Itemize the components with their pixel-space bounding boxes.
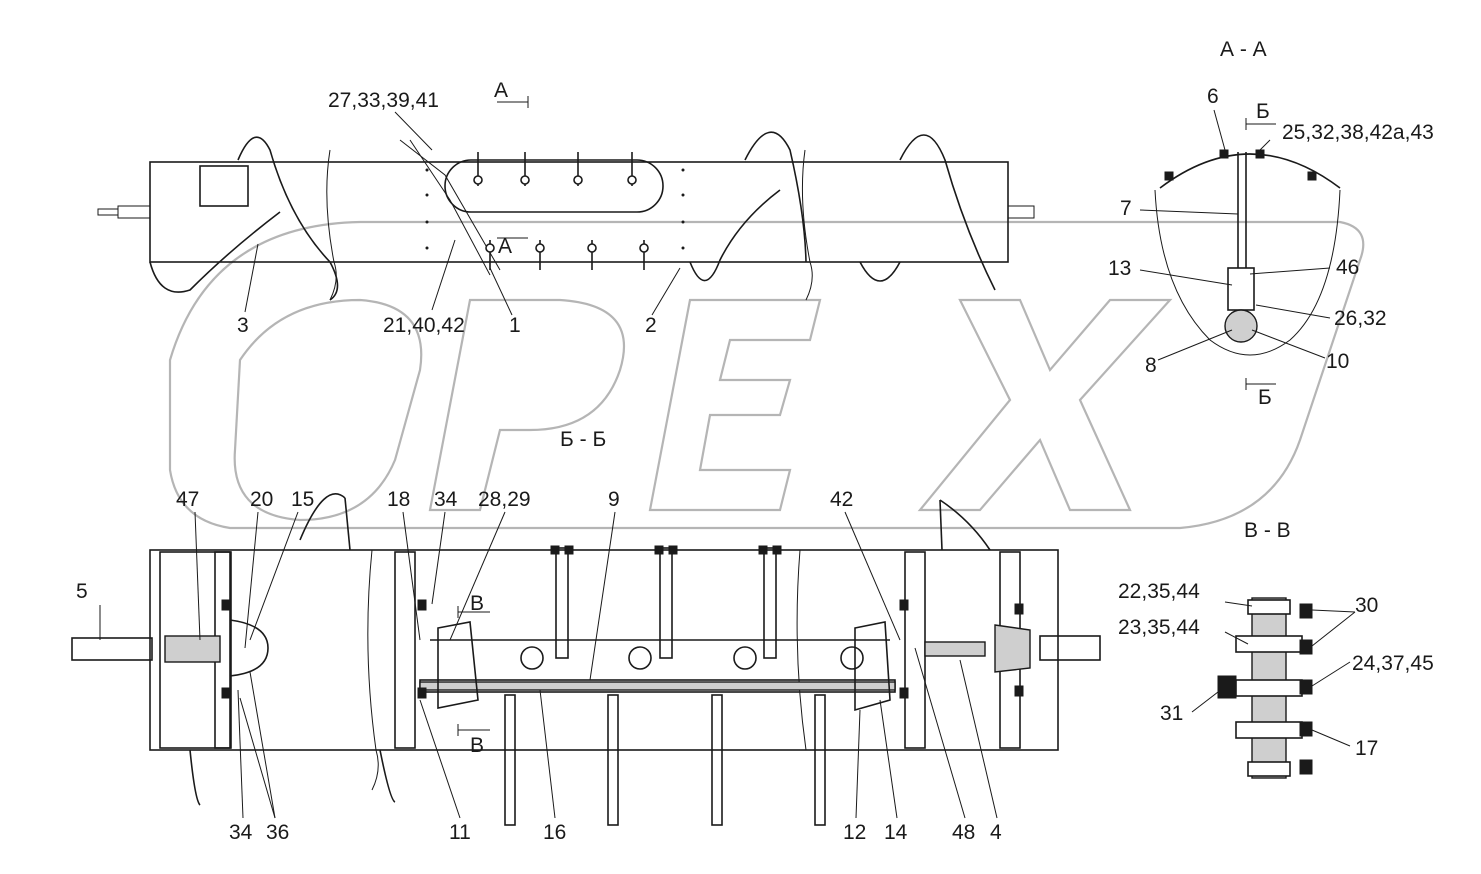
callout-5: 5 <box>76 580 88 603</box>
section-titles: А - А Б - Б В - В А А Б Б В В <box>470 38 1291 757</box>
callout-4: 4 <box>990 821 1002 844</box>
callout-10: 10 <box>1326 350 1349 373</box>
callout-2: 2 <box>645 314 657 337</box>
callouts-section-aa: 6 25,32,38,42а,43 7 13 46 26,32 8 10 <box>1108 85 1434 377</box>
auger-top-view <box>97 96 1035 316</box>
callout-8: 8 <box>1145 354 1157 377</box>
callout-27-33-39-41: 27,33,39,41 <box>328 89 439 112</box>
cut-mark-v-top: В <box>470 592 484 615</box>
callout-24-37-45: 24,37,45 <box>1352 652 1434 675</box>
tine-hubs <box>520 646 864 670</box>
tine-bars-upper <box>555 547 777 659</box>
callout-46: 46 <box>1336 256 1359 279</box>
callout-7: 7 <box>1120 197 1132 220</box>
callout-21-40-42: 21,40,42 <box>383 314 465 337</box>
callout-26-32: 26,32 <box>1334 307 1387 330</box>
section-bb-title: Б - Б <box>560 428 606 451</box>
callout-13: 13 <box>1108 257 1131 280</box>
callout-11: 11 <box>449 821 471 844</box>
callout-15: 15 <box>291 488 314 511</box>
callout-3: 3 <box>237 314 249 337</box>
callouts-top-view: 27,33,39,41 21,40,42 1 2 3 <box>237 89 657 337</box>
callout-42: 42 <box>830 488 853 511</box>
callout-47: 47 <box>176 488 199 511</box>
section-vv-title: В - В <box>1244 519 1291 542</box>
callout-1: 1 <box>509 314 521 337</box>
tine-row-bottom <box>485 240 649 270</box>
callout-25-32-38-42a-43: 25,32,38,42а,43 <box>1282 121 1434 144</box>
callout-22-35-44: 22,35,44 <box>1118 580 1200 603</box>
cut-mark-b-bottom: Б <box>1258 386 1272 409</box>
callout-20: 20 <box>250 488 273 511</box>
callout-31: 31 <box>1160 702 1183 725</box>
callout-16: 16 <box>543 821 566 844</box>
section-aa-title: А - А <box>1220 38 1267 61</box>
tine-bars-lower <box>504 694 826 826</box>
cut-mark-a-bottom: А <box>498 235 512 258</box>
section-aa-view <box>1139 109 1341 390</box>
cut-mark-v-bottom: В <box>470 734 484 757</box>
callout-34-top: 34 <box>434 488 458 511</box>
callout-28-29: 28,29 <box>478 488 531 511</box>
callout-14: 14 <box>884 821 908 844</box>
cut-mark-b-top: Б <box>1256 100 1270 123</box>
tine-row-top <box>473 152 637 186</box>
callout-6: 6 <box>1207 85 1219 108</box>
opex-watermark <box>168 220 1365 530</box>
callout-34-bottom: 34 <box>229 821 253 844</box>
callout-18: 18 <box>387 488 410 511</box>
callout-12: 12 <box>843 821 866 844</box>
callout-30: 30 <box>1355 594 1378 617</box>
section-bb-view <box>71 493 1101 826</box>
callout-48: 48 <box>952 821 975 844</box>
callouts-section-vv: 22,35,44 23,35,44 30 24,37,45 31 17 <box>1118 580 1434 760</box>
callout-36: 36 <box>266 821 289 844</box>
callouts-section-bb: 47 20 15 18 34 28,29 9 42 5 34 36 11 16 … <box>76 488 1002 844</box>
callout-23-35-44: 23,35,44 <box>1118 616 1200 639</box>
section-vv-view <box>1191 597 1356 779</box>
cut-mark-a-top: А <box>494 79 508 102</box>
callout-9: 9 <box>608 488 620 511</box>
callout-17: 17 <box>1355 737 1378 760</box>
